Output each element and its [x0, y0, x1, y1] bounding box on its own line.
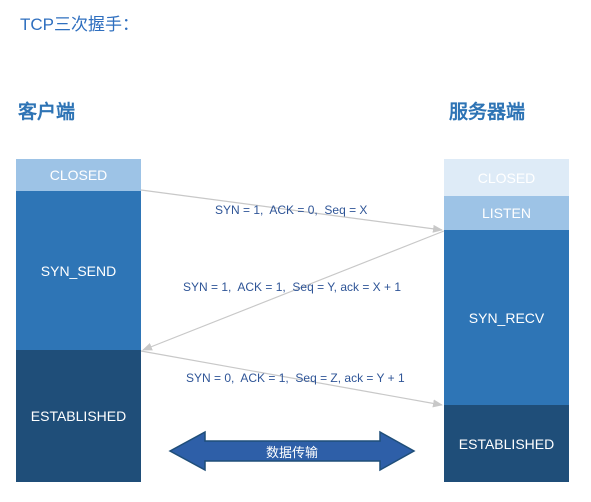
arrow-syn-ack	[142, 230, 445, 351]
data-transfer-label: 数据传输	[265, 444, 318, 460]
client-state-closed: CLOSED	[16, 159, 141, 191]
client-label: 客户端	[18, 102, 76, 123]
message-ack: SYN = 0, ACK = 1, Seq = Z, ack = Y + 1	[186, 371, 405, 385]
arrow-syn	[140, 189, 443, 233]
page-title: TCP三次握手：	[20, 15, 139, 34]
data-transfer-arrow	[168, 430, 416, 472]
server-state-closed: CLOSED	[444, 159, 569, 196]
server-label: 服务器端	[449, 102, 526, 123]
server-state-syn-recv: SYN_RECV	[444, 230, 569, 405]
message-syn: SYN = 1, ACK = 0, Seq = X	[215, 203, 368, 217]
client-state-established: ESTABLISHED	[16, 350, 141, 482]
server-state-listen: LISTEN	[444, 196, 569, 230]
client-state-syn-send: SYN_SEND	[16, 191, 141, 350]
message-syn-ack: SYN = 1, ACK = 1, Seq = Y, ack = X + 1	[183, 280, 402, 294]
arrow-ack	[140, 350, 443, 408]
server-state-established: ESTABLISHED	[444, 405, 569, 482]
